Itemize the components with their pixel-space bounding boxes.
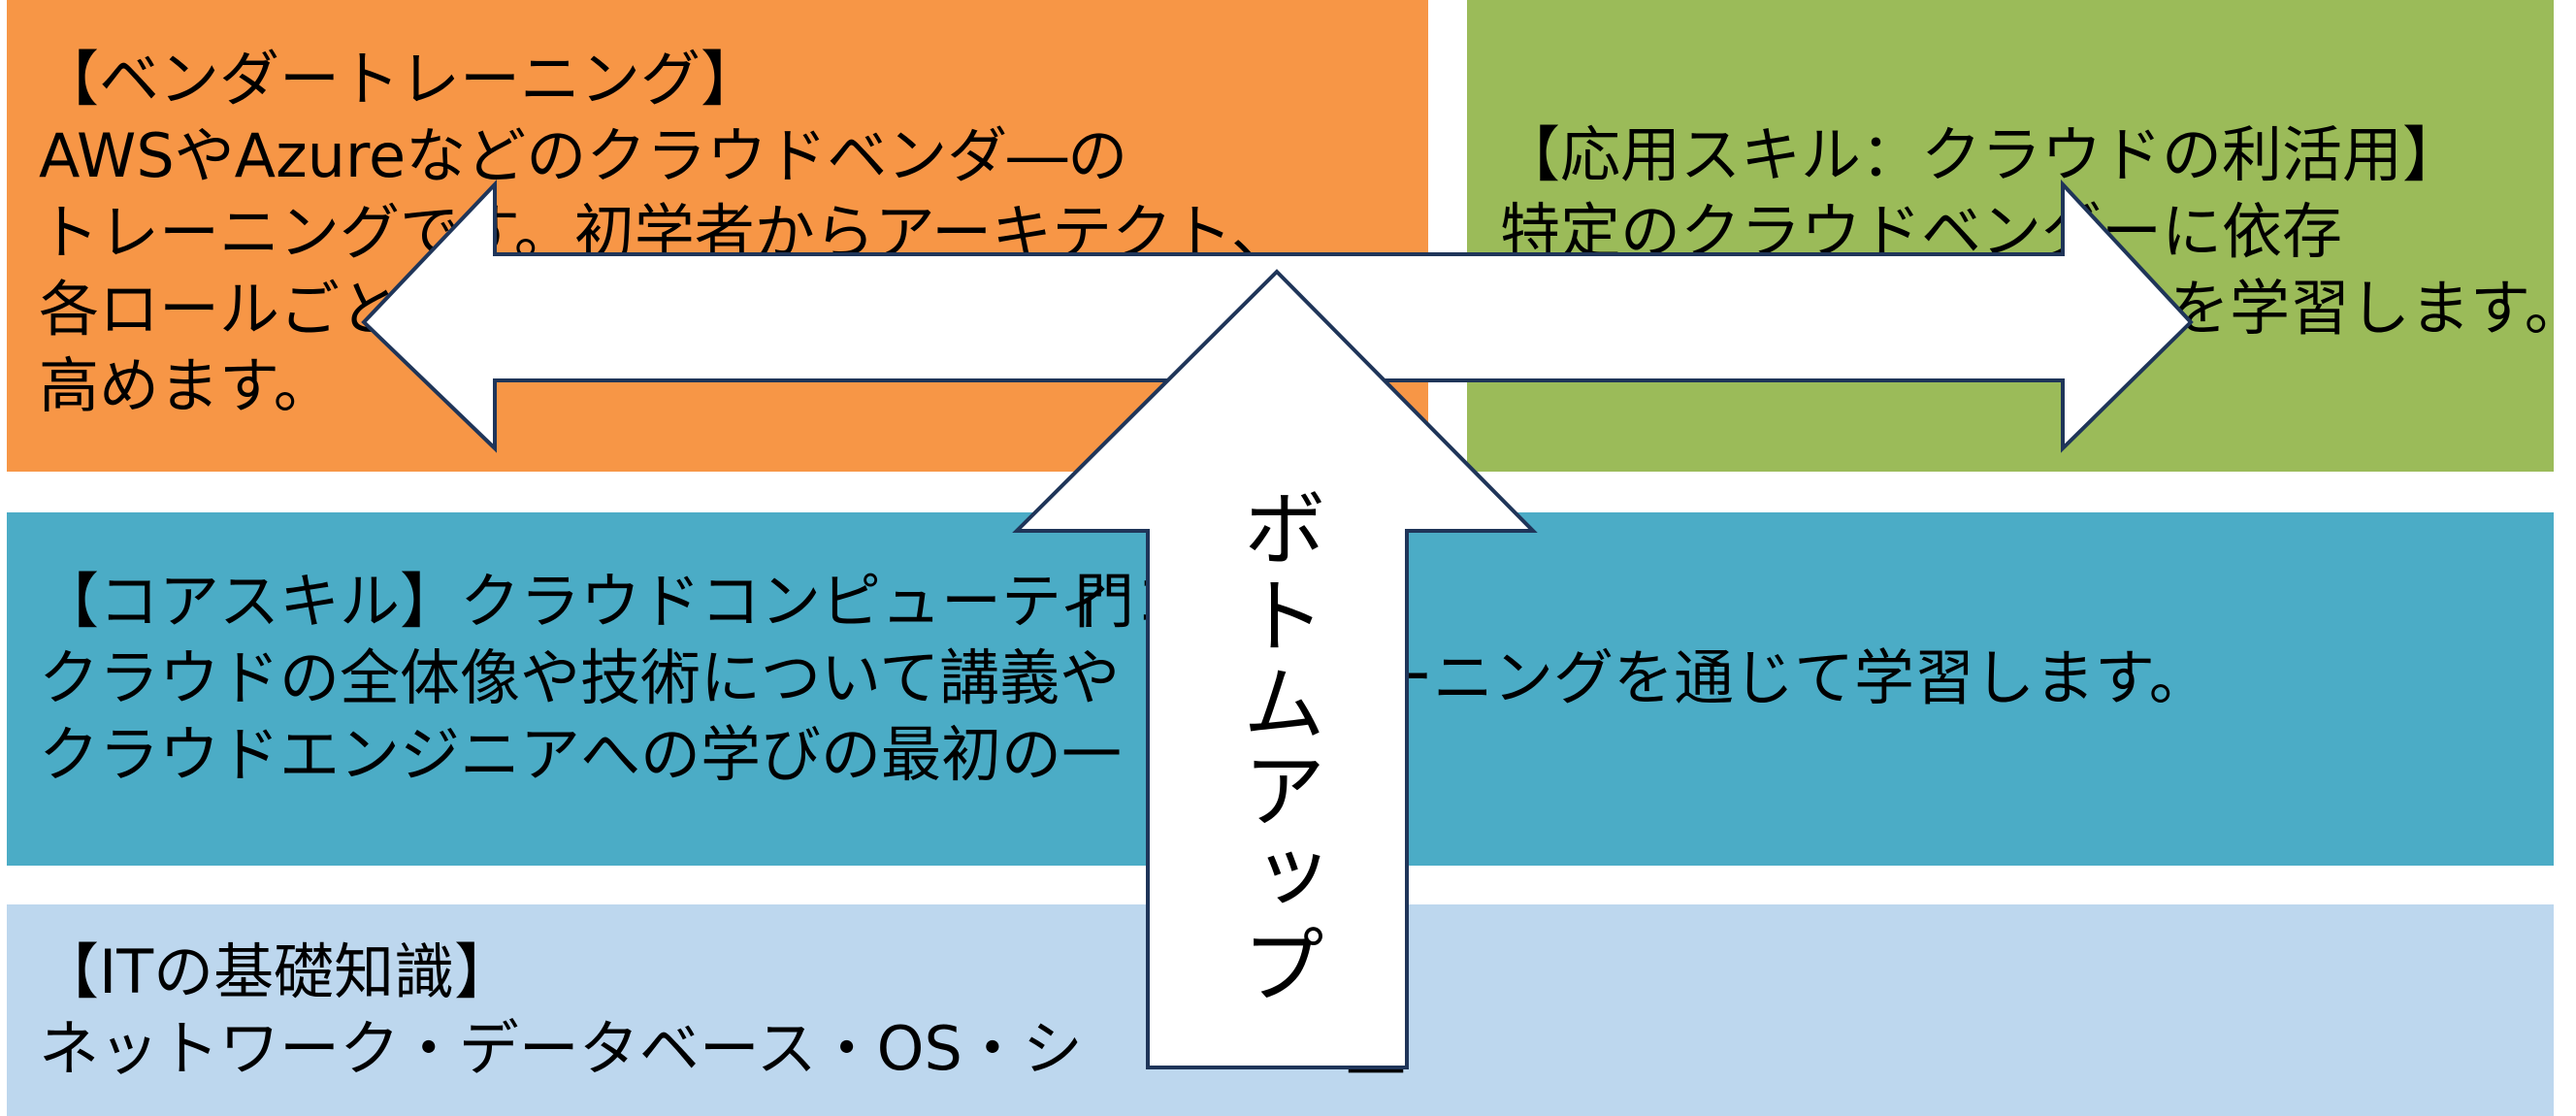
applied-text-line-2: を学習します。 [2169, 273, 2576, 344]
core-title-left: 【コアスキル】クラウドコンピューティ [39, 566, 1119, 637]
it-text-line-1-left: ネットワーク・データベース・OS・シ [39, 1013, 1083, 1084]
it-title: 【ITの基礎知識】 [39, 936, 515, 1007]
it-text-line-1: ネットワーク・データベース・OS・シ 盤 [39, 1010, 2554, 1087]
vendor-title: 【ベンダートレーニング】 [39, 44, 762, 115]
vendor-text-line-1: AWSやAzureなどのクラウドベンダ―の [39, 120, 1128, 191]
core-text-line-1-right: ーニングを通じて学習します。 [1373, 642, 2209, 713]
vendor-text-line-2: トレーニングです。初学者からアーキテクト、 [39, 197, 1291, 268]
core-title: 【コアスキル】クラウドコンピューティ門コース [39, 563, 2554, 640]
it-text-line-1-right: 盤 [1346, 1013, 1407, 1084]
core-text-line-1-left: クラウドの全体像や技術について講義や [39, 642, 1121, 713]
bottom-up-label: ボトムアップ [1227, 485, 1324, 1009]
vendor-text-line-3: 各ロールごと [39, 274, 401, 345]
vendor-text-line-4: 高めます。 [39, 350, 334, 421]
applied-title: 【応用スキル：クラウドの利活用】 [1500, 119, 2463, 190]
core-text-line-2: クラウドエンジニアへの学びの最初の一 [39, 719, 1123, 790]
vendor-training-box: 【ベンダートレーニング】 AWSやAzureなどのクラウドベンダ―の トレーニン… [7, 0, 1428, 472]
applied-skill-box: 【応用スキル：クラウドの利活用】 特定のクラウドベンダーに依存 を学習します。 [1467, 0, 2576, 472]
applied-text-line-1: 特定のクラウドベンダーに依存 [1500, 196, 2343, 267]
